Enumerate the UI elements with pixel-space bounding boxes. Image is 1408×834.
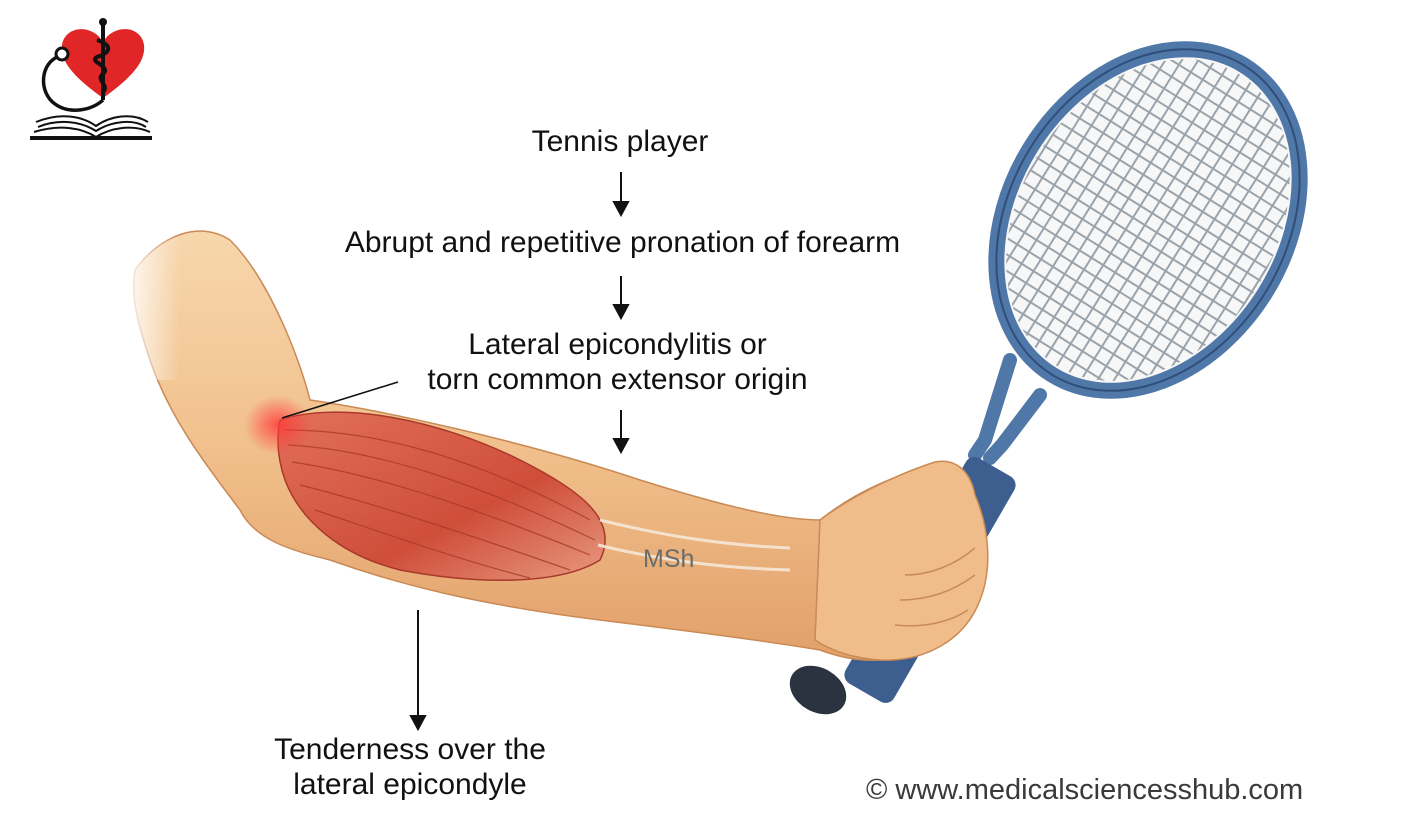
fist [814, 460, 989, 661]
forearm [120, 220, 989, 661]
flow-step-1: Tennis player [531, 125, 709, 158]
result-line-2: lateral epicondyle [293, 768, 527, 801]
flow-step-3-line-1: Lateral epicondylitis or [468, 328, 767, 361]
result-line-1: Tenderness over the [274, 733, 546, 766]
stethoscope-icon [41, 54, 105, 112]
leader-line [281, 381, 399, 419]
watermark: MSh [643, 545, 695, 573]
flow-step-2: Abrupt and repetitive pronation of forea… [344, 226, 901, 259]
inflammation-spot [244, 395, 312, 455]
copyright-footer: © www.medicalsciencesshub.com [866, 774, 1304, 806]
caduceus-icon [93, 22, 111, 100]
flow-arrows [409, 172, 630, 732]
book-icon [30, 115, 152, 140]
flow-step-3-line-2: torn common extensor origin [427, 363, 808, 396]
logo [30, 18, 152, 140]
